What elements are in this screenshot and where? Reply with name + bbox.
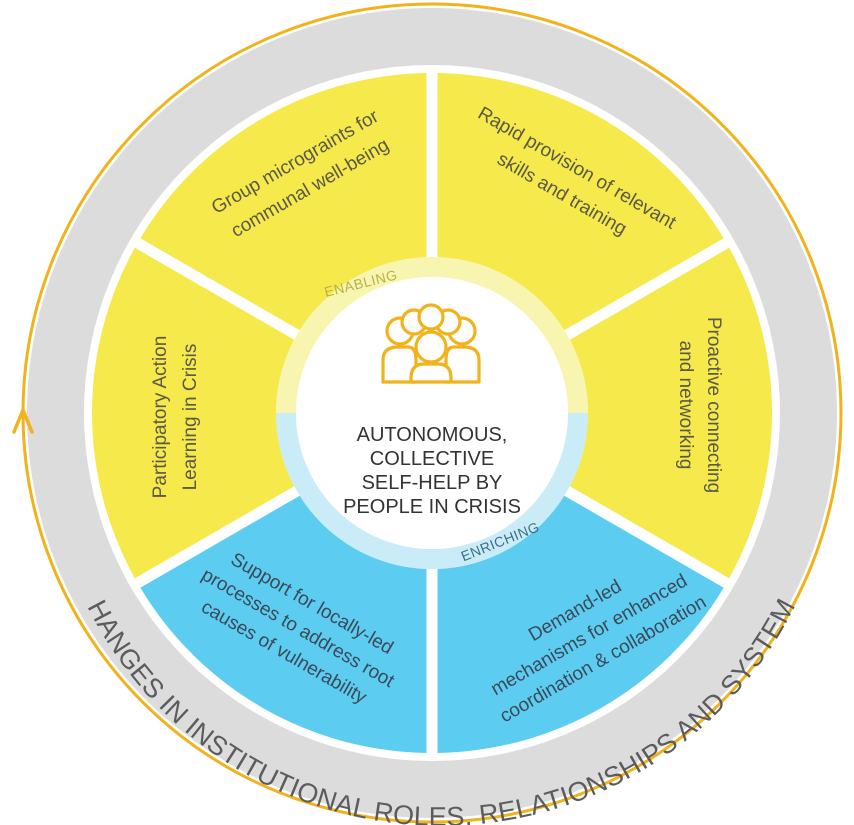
segment-4: [437, 495, 724, 753]
people-group-icon: [381, 303, 481, 384]
segment-text-6: Participatory Action Learning in Crisis: [150, 336, 201, 499]
center-title: AUTONOMOUS, COLLECTIVE SELF-HELP BY PEOP…: [343, 424, 521, 518]
svg-text:Learning in Crisis: Learning in Crisis: [180, 344, 201, 491]
center-disc: [296, 277, 568, 549]
svg-text:Participatory Action: Participatory Action: [150, 336, 171, 499]
segment-2: [437, 73, 724, 331]
segment-5: [140, 495, 427, 753]
enabling-band: [276, 257, 588, 413]
segments: [91, 73, 773, 753]
svg-text:Proactive connecting: Proactive connecting: [703, 317, 724, 493]
cycle-arrow-icon: [12, 408, 34, 434]
segment-text-3: Proactive connecting and networking: [675, 317, 724, 493]
svg-text:and networking: and networking: [675, 341, 696, 470]
center-line-3: SELF-HELP BY: [362, 472, 503, 494]
enriching-band: [276, 413, 588, 569]
center-line-1: AUTONOMOUS,: [357, 424, 508, 446]
segment-1: [140, 73, 427, 331]
center-line-2: COLLECTIVE: [370, 448, 494, 470]
segment-3: [569, 247, 773, 579]
segment-6: [91, 247, 295, 579]
center-line-4: PEOPLE IN CRISIS: [343, 496, 521, 518]
